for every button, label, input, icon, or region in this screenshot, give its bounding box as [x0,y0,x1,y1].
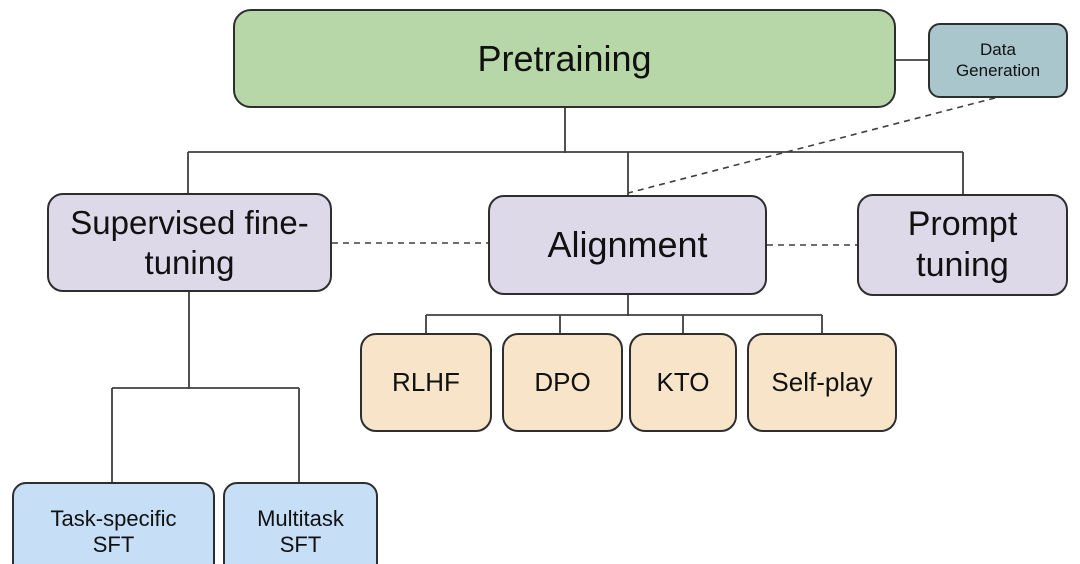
node-alignment-label: Alignment [547,224,708,266]
node-multitask-sft: Multitask SFT [223,482,378,564]
edge-data-generation-alignment-dashed [627,97,996,194]
node-dpo-label: DPO [534,366,591,397]
node-supervised-fine-tuning-label: Supervised fine-tuning [70,203,309,281]
node-data-generation: Data Generation [928,23,1068,98]
node-pretraining-label: Pretraining [477,37,652,79]
node-task-specific-sft-label: Task-specific SFT [50,505,177,557]
node-kto-label: KTO [656,366,710,397]
node-supervised-fine-tuning: Supervised fine-tuning [47,193,332,292]
node-data-generation-label: Data Generation [955,40,1041,80]
node-self-play-label: Self-play [771,366,873,397]
node-task-specific-sft: Task-specific SFT [12,482,215,564]
node-prompt-tuning-label: Prompt tuning [907,205,1018,284]
node-pretraining: Pretraining [233,9,896,108]
node-rlhf-label: RLHF [392,366,460,397]
node-rlhf: RLHF [360,333,492,432]
node-multitask-sft-label: Multitask SFT [257,505,344,557]
node-kto: KTO [629,333,737,432]
node-prompt-tuning: Prompt tuning [857,194,1068,296]
node-alignment: Alignment [488,195,767,295]
node-dpo: DPO [502,333,623,432]
node-self-play: Self-play [747,333,897,432]
